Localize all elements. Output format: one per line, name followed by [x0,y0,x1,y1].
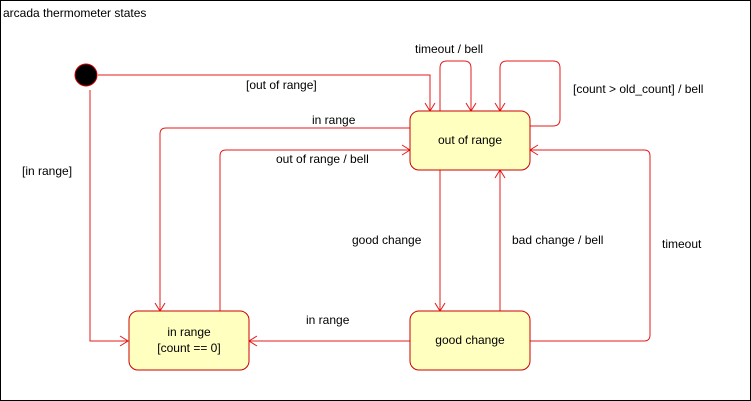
state-out-of-range[interactable]: out of range [409,110,531,171]
transition-label-timeout-bell-self: timeout / bell [415,42,483,56]
transition-label-good-change: good change [352,233,422,247]
transition-out-of-range-timeout-self-loop[interactable] [439,60,472,111]
transition-good-change-timeout[interactable] [530,149,651,342]
transition-label-out-of-range-to-in-range: in range [312,113,356,127]
transition-in-range-to-out-of-range[interactable] [219,149,410,311]
state-label-in-range: in range [167,325,211,339]
transition-label-good-change-to-in-range: in range [306,313,350,327]
initial-node[interactable] [74,63,98,87]
state-label-in-range-guard: [count == 0] [157,341,220,355]
state-box [128,310,250,371]
state-in-range[interactable]: in range [count == 0] [128,310,250,371]
state-box [409,110,531,171]
diagram-title: arcada thermometer states [3,6,146,20]
transition-out-of-range-count-self-loop[interactable] [499,60,561,127]
transition-label-count-self: [count > old_count] / bell [573,82,703,96]
transition-label-bad-change-bell: bad change / bell [512,233,603,247]
transition-out-of-range-to-in-range[interactable] [159,127,410,311]
state-box [409,310,531,371]
transition-label-in-range-to-out-of-range: out of range / bell [276,152,369,166]
arrowhead [119,335,129,347]
transition-initial-to-out-of-range[interactable] [98,74,431,111]
state-label-out-of-range: out of range [438,133,502,147]
state-good-change[interactable]: good change [409,310,531,371]
transition-label-initial-to-out-of-range: [out of range] [246,78,317,92]
transition-label-timeout: timeout [662,237,702,251]
transition-initial-to-in-range[interactable] [89,90,128,342]
transition-label-initial-to-in-range: [in range] [22,164,72,178]
state-label-good-change: good change [435,333,505,347]
